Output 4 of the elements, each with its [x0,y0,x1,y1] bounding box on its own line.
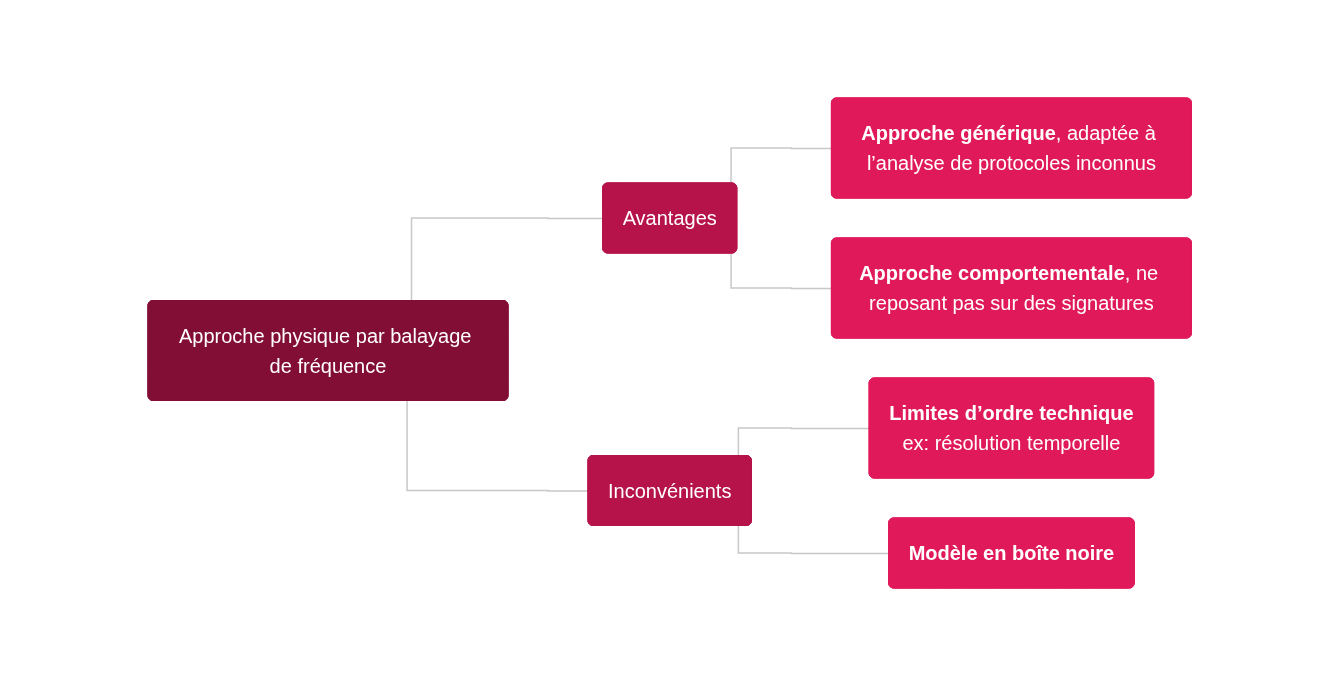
connector [730,147,833,185]
connector [737,427,871,457]
connector [406,400,590,492]
connector [730,252,833,290]
